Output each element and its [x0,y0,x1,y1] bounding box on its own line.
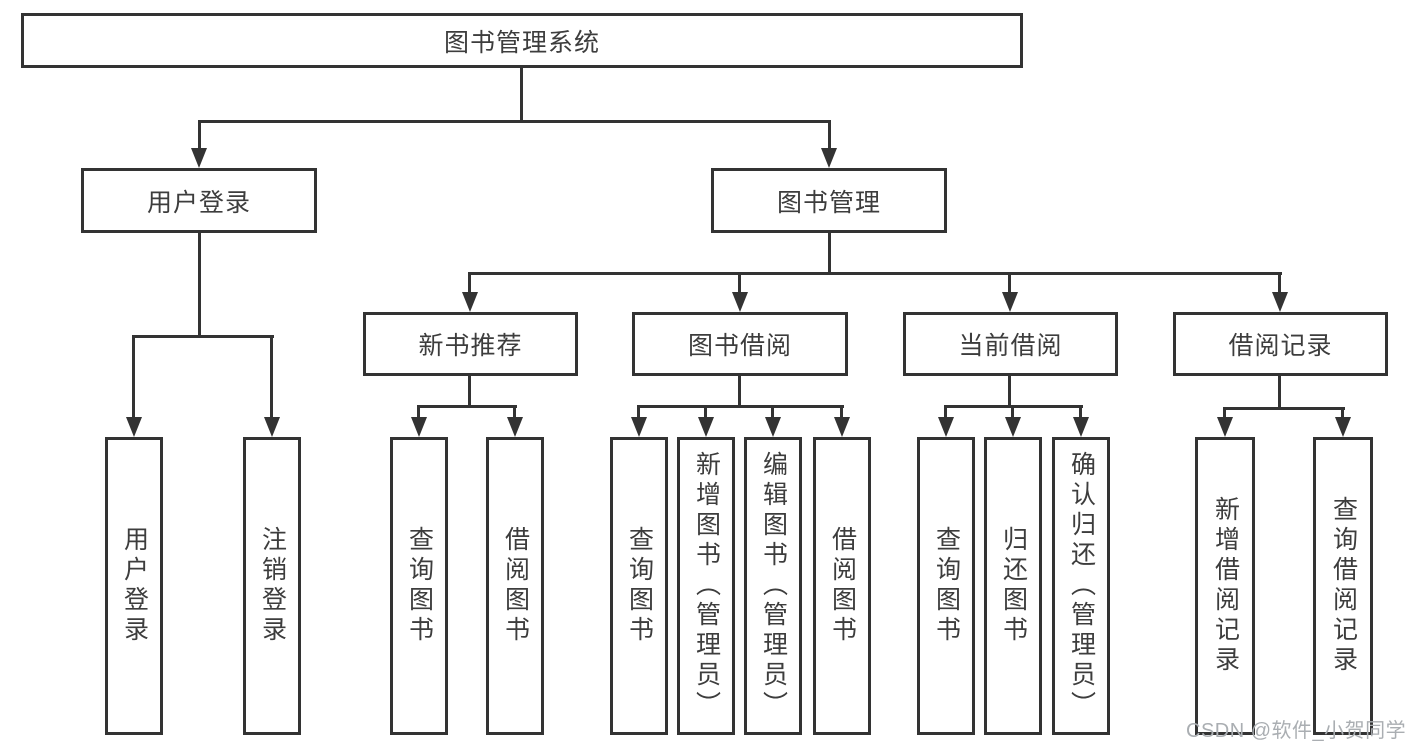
leaf-logout: 注销登录 [243,437,301,735]
leaf-label: 新增借阅记录 [1211,496,1240,676]
leaf-label: 用户登录 [120,526,149,646]
node-user-login: 用户登录 [81,168,317,233]
arrowhead-down [411,417,427,437]
leaf-query-books-2: 查询图书 [610,437,668,735]
connector-line [417,405,420,420]
connector-line [1278,272,1281,294]
arrowhead-down [1073,417,1089,437]
arrowhead-down [462,292,478,312]
arrowhead-down [507,417,523,437]
arrowhead-down [1272,292,1288,312]
connector-line [1223,407,1226,420]
connector-line [133,335,274,338]
connector-line [468,376,471,408]
arrowhead-down [1002,292,1018,312]
arrowhead-down [765,417,781,437]
leaf-label: 编辑图书（管理员） [759,451,788,721]
leaf-query-books-3: 查询图书 [917,437,975,735]
leaf-label: 注销登录 [258,526,287,646]
leaf-user-login: 用户登录 [105,437,163,735]
connector-line [828,233,831,275]
leaf-label: 查询图书 [405,526,434,646]
leaf-confirm-return-admin: 确认归还（管理员） [1052,437,1110,735]
connector-line [771,405,774,420]
arrowhead-down [938,417,954,437]
leaf-borrow-books-1: 借阅图书 [486,437,544,735]
arrowhead-down [631,417,647,437]
leaf-label: 归还图书 [999,526,1028,646]
connector-line [1341,407,1344,420]
arrowhead-down [698,417,714,437]
connector-line [738,376,741,408]
arrowhead-down [834,417,850,437]
leaf-label: 新增图书（管理员） [692,451,721,721]
leaf-label: 查询借阅记录 [1329,496,1358,676]
node-borrow-records: 借阅记录 [1173,312,1388,376]
node-new-book-recommend: 新书推荐 [363,312,578,376]
connector-line [468,272,471,294]
leaf-label: 查询图书 [932,526,961,646]
connector-line [198,120,831,123]
connector-line [1223,407,1345,410]
csdn-watermark: CSDN @软件_小贺同学 [1186,720,1405,742]
leaf-add-books-admin: 新增图书（管理员） [677,437,735,735]
leaf-query-borrow-record: 查询借阅记录 [1313,437,1373,735]
connector-line [1008,272,1011,294]
connector-line [417,405,517,408]
connector-line [944,405,947,420]
connector-line [637,405,640,420]
connector-line [520,68,523,122]
node-book-management: 图书管理 [711,168,947,233]
leaf-label: 借阅图书 [828,526,857,646]
node-root-library-system: 图书管理系统 [21,13,1023,68]
arrowhead-down [191,148,207,168]
connector-line [738,272,741,294]
arrowhead-down [821,148,837,168]
arrowhead-down [264,417,280,437]
leaf-borrow-books-2: 借阅图书 [813,437,871,735]
connector-line [270,335,273,420]
connector-line [468,272,1282,275]
leaf-label: 借阅图书 [501,526,530,646]
leaf-return-books: 归还图书 [984,437,1042,735]
connector-line [198,120,201,150]
node-book-borrow: 图书借阅 [632,312,848,376]
connector-line [132,335,135,420]
arrowhead-down [1335,417,1351,437]
arrowhead-down [732,292,748,312]
leaf-add-borrow-record: 新增借阅记录 [1195,437,1255,735]
connector-line [513,405,516,420]
connector-line [637,405,844,408]
connector-line [704,405,707,420]
arrowhead-down [1217,417,1233,437]
leaf-edit-books-admin: 编辑图书（管理员） [744,437,802,735]
leaf-label: 查询图书 [625,526,654,646]
connector-line [1008,376,1011,408]
leaf-label: 确认归还（管理员） [1067,451,1096,721]
node-current-borrow: 当前借阅 [903,312,1118,376]
connector-line [1278,376,1281,410]
arrowhead-down [1005,417,1021,437]
connector-line [840,405,843,420]
arrowhead-down [126,417,142,437]
leaf-query-books-1: 查询图书 [390,437,448,735]
connector-line [198,233,201,338]
connector-line [828,120,831,150]
connector-line [1011,405,1014,420]
connector-line [1079,405,1082,420]
